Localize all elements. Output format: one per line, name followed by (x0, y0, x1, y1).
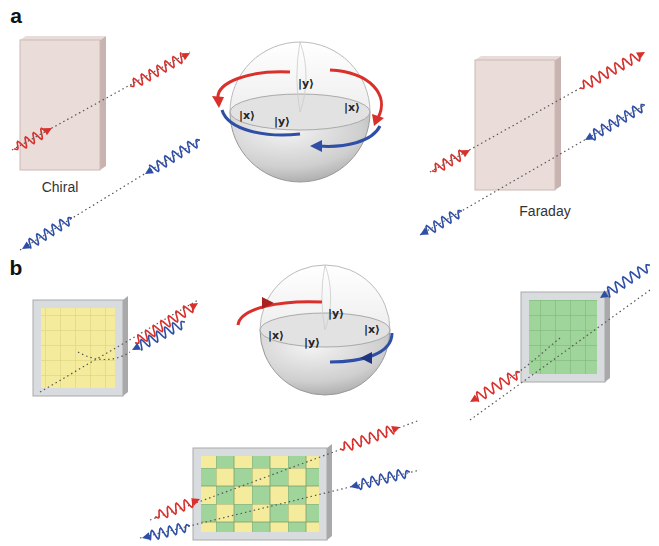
beam-path (40, 300, 198, 392)
beam-path (470, 290, 650, 420)
beam-path (430, 52, 645, 172)
state-label: |y⟩ (298, 78, 314, 90)
light-beams (12, 52, 650, 540)
metasurface-plate (521, 288, 610, 382)
light-wave (477, 372, 520, 402)
metasurface-plate (193, 444, 332, 540)
arrow-head (600, 290, 609, 298)
light-wave (141, 321, 185, 350)
light-wave (593, 105, 645, 140)
poincare-sphere (230, 42, 370, 182)
rotation-arrow (212, 70, 384, 152)
arrow-head (191, 498, 200, 505)
light-wave (130, 52, 182, 86)
metasurface-plate (33, 296, 128, 396)
arrow-head (461, 150, 470, 157)
light-wave (432, 150, 464, 171)
arrow-head (391, 426, 400, 434)
arrow-head (470, 394, 479, 402)
beam-path (20, 140, 200, 250)
panel-letter: b (10, 256, 23, 279)
arrow-head (181, 53, 190, 60)
light-wave (426, 211, 462, 233)
arrow-head (145, 166, 154, 174)
light-wave (29, 218, 72, 249)
arrow-head (132, 343, 141, 350)
beam-path (420, 105, 645, 235)
beam-path (140, 470, 420, 538)
arrow-head (350, 481, 359, 489)
light-wave (608, 265, 650, 298)
beam-path (78, 352, 130, 360)
arrow-head (636, 52, 645, 59)
arrow-head (142, 532, 151, 540)
faraday-plate (475, 56, 561, 190)
panel-letter: a (10, 4, 22, 27)
state-label: |x⟩ (239, 110, 255, 122)
state-label: |x⟩ (364, 324, 380, 336)
arrow-head (43, 128, 52, 135)
plate-caption: Faraday (519, 204, 570, 219)
light-wave (14, 128, 46, 149)
light-wave (340, 426, 394, 450)
light-wave (150, 524, 190, 540)
state-label: |y⟩ (328, 308, 344, 320)
chiral-plate (20, 36, 106, 170)
arrow-head (585, 133, 594, 140)
state-label: |y⟩ (274, 116, 290, 128)
light-wave (155, 500, 193, 518)
light-wave (149, 140, 200, 172)
arrow-head (22, 241, 31, 249)
beam-path (12, 52, 190, 150)
arrow-head (420, 228, 429, 235)
arrow-head (189, 303, 198, 311)
poincare-sphere (260, 265, 390, 395)
rotation-arrow (238, 297, 392, 364)
plate-caption: Chiral (42, 180, 79, 195)
state-label: |x⟩ (344, 102, 360, 114)
beam-path (150, 420, 420, 520)
light-wave (358, 470, 410, 489)
state-label: |y⟩ (304, 337, 320, 349)
state-label: |x⟩ (268, 330, 284, 342)
light-wave (580, 54, 640, 88)
